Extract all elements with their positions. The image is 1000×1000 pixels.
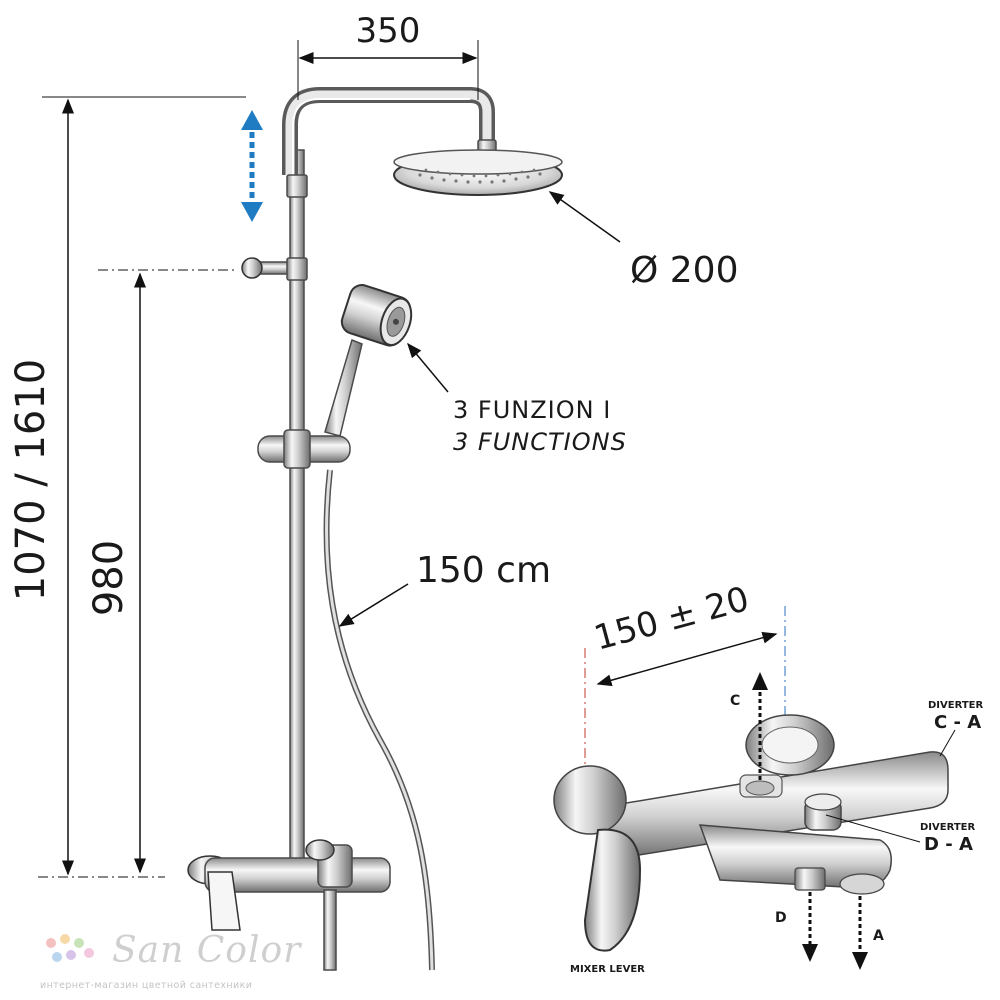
hand-shower-head [340,284,413,347]
outlet-d-label: D [775,910,787,926]
watermark-dot [46,938,56,948]
arm-length-dimension: 350 [297,11,479,100]
watermark-brand: San Color [112,930,302,971]
watermark-dot [66,950,76,960]
head-diameter-label: Ø 200 [630,250,739,291]
diverter-side-title: DIVERTER [920,822,975,833]
watermark-tagline: интернет-магазин цветной сантехники [40,980,253,991]
telescopic-collar [286,174,308,198]
outlet-a-arrow-icon [852,896,868,970]
shower-hose [323,469,435,971]
outlet-a-label: A [873,928,884,944]
mixer-detail: 150 ± 20 C [553,579,983,975]
hand-shower-callout: 3 FUNZION I 3 FUNCTIONS [407,342,627,456]
rain-shower-head [393,139,563,196]
bar-height-dimension: 980 [86,269,238,874]
watermark-dot [84,948,94,958]
functions-label-it: 3 FUNZION I [453,396,611,424]
outlet-d-arrow-icon [802,892,818,962]
hand-shower-handle [324,338,363,437]
diverter-side-route: D - A [924,834,973,855]
hose-length-callout: 150 cm [338,550,551,627]
head-diameter-callout: Ø 200 [548,191,739,291]
total-height-label: 1070 / 1610 [8,359,54,602]
total-height-dimension: 1070 / 1610 [8,96,246,878]
watermark-dot [52,952,62,962]
outlet-c-label: C [730,693,740,709]
outlet-c-arrow-icon [752,672,768,780]
shower-column [187,87,563,971]
bar-height-label: 980 [86,540,132,616]
hand-shower-slider [257,429,351,469]
watermark: San Color интернет-магазин цветной санте… [40,930,300,994]
functions-label-en: 3 FUNCTIONS [453,428,627,456]
arm-length-label: 350 [356,11,421,51]
adjust-arrow-icon [241,110,263,222]
watermark-dot [74,938,84,948]
watermark-dot [60,934,70,944]
diverter-top-route: C - A [934,712,981,733]
diverter-top-title: DIVERTER [928,700,983,711]
wall-bracket [241,257,308,281]
mixer-lever-label: MIXER LEVER [570,964,645,975]
thermostatic-mixer-body [553,714,949,952]
base-mixer [187,839,391,971]
hose-length-label: 150 cm [416,550,551,591]
